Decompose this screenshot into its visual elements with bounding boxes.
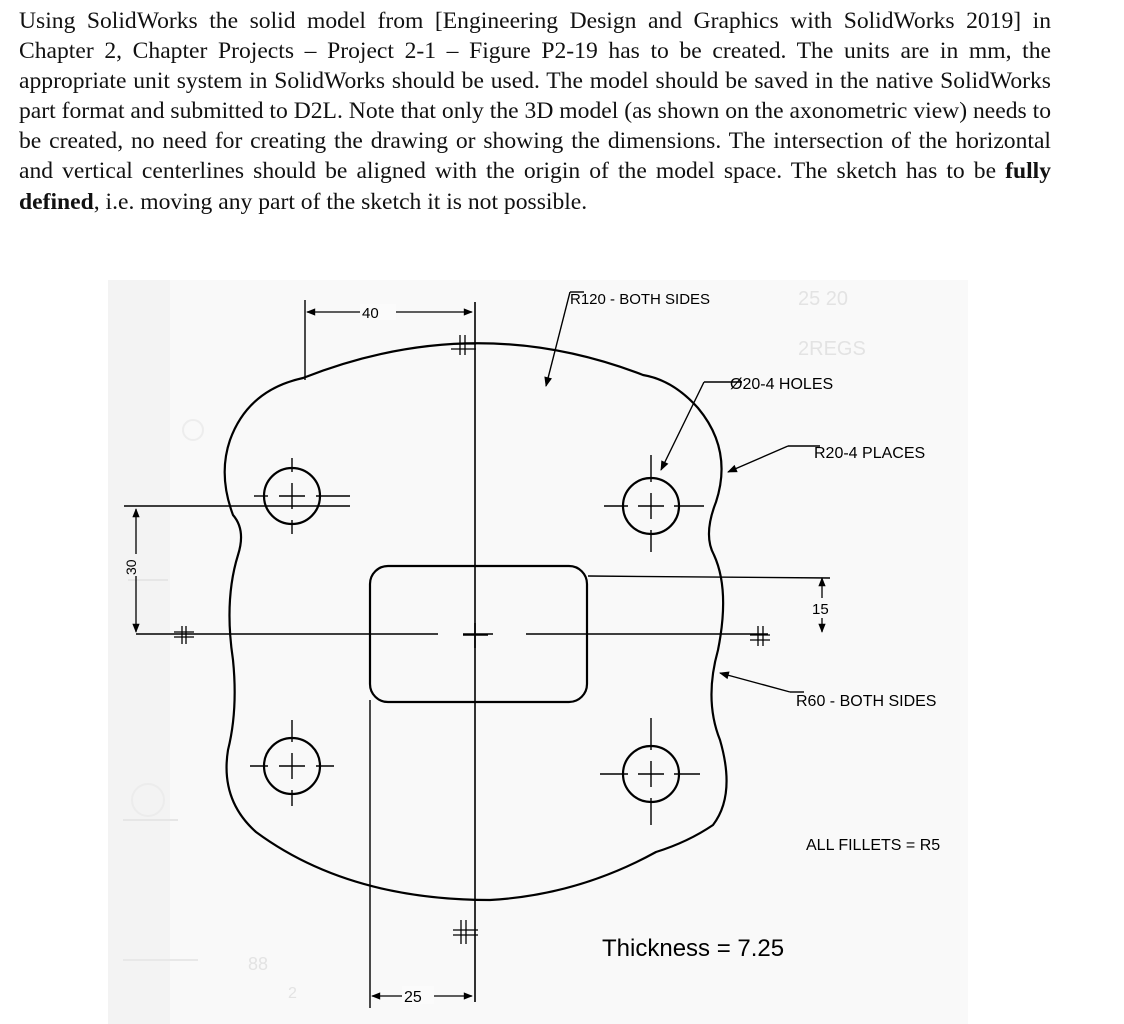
centerlines <box>136 302 770 1002</box>
dimension-30-label: 30 <box>123 559 139 575</box>
callout-fillets: ALL FILLETS = R5 <box>806 837 940 854</box>
svg-text:2REGS: 2REGS <box>798 338 866 360</box>
center-slot <box>368 564 589 704</box>
part-outline <box>223 342 728 902</box>
hole-lower-right <box>600 718 700 825</box>
callout-thickness: Thickness = 7.25 <box>602 935 784 962</box>
hole-upper-left <box>254 458 350 534</box>
assignment-instructions: Using SolidWorks the solid model from [E… <box>19 6 1051 217</box>
leader-r20 <box>727 445 820 473</box>
scan-background: 25 20 2REGS 88 2 <box>108 280 968 1024</box>
dimension-40-label: 40 <box>362 305 379 322</box>
leader-holes <box>660 381 742 471</box>
svg-text:2: 2 <box>288 985 297 1002</box>
leader-r120 <box>544 291 584 387</box>
engineering-drawing: 25 20 2REGS 88 2 <box>108 280 968 1024</box>
callout-r60: R60 - BOTH SIDES <box>796 693 936 710</box>
hole-upper-right <box>604 455 704 552</box>
instructions-text: Using SolidWorks the solid model from [E… <box>19 8 1051 185</box>
callout-r20: R20-4 PLACES <box>814 445 925 462</box>
leader-r60 <box>719 671 804 693</box>
instructions-text-end: , i.e. moving any part of the sketch it … <box>93 188 588 215</box>
svg-text:25 20: 25 20 <box>798 288 848 310</box>
fully-defined-emphasis: fully defined <box>19 158 1051 215</box>
dimension-25-label: 25 <box>404 989 422 1006</box>
drawing-svg: 25 20 2REGS 88 2 <box>108 280 968 1024</box>
svg-text:88: 88 <box>248 954 268 974</box>
hole-lower-left <box>250 720 334 806</box>
callout-holes: Ø20-4 HOLES <box>730 376 833 393</box>
dimension-15-label: 15 <box>812 601 829 618</box>
dimension-15 <box>587 575 831 633</box>
origin-cross <box>463 623 488 648</box>
callout-r120: R120 - BOTH SIDES <box>570 291 710 308</box>
